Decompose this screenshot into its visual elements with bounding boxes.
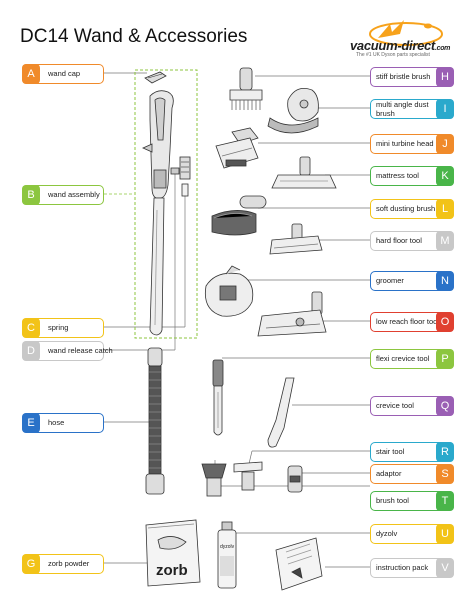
hard-floor-tool-drawing [269,223,323,255]
part-label-v: instruction pack V [370,558,454,578]
part-name-g: zorb powder [48,559,90,568]
soft-dusting-brush-drawing [211,195,267,236]
part-label-u: dyzolv U [370,524,454,544]
part-name-r: stair tool [376,447,405,456]
part-name-n: groomer [376,276,404,285]
crevice-tool-drawing [267,377,295,448]
dyzolv-can-drawing: dyzolv [217,521,237,589]
instruction-pack-drawing [275,537,323,591]
flexi-crevice-tool-drawing [212,359,224,436]
part-label-s: adaptor S [370,464,454,484]
part-name-j: mini turbine head [376,139,434,148]
part-name-t: brush tool [376,496,409,505]
part-label-p: flexi crevice tool P [370,349,454,369]
part-name-m: hard floor tool [376,236,422,245]
part-letter-p: P [436,349,454,369]
mini-turbine-head-drawing [215,127,259,169]
part-label-a: A wand cap [22,64,104,84]
zorb-packet-text: zorb [156,562,188,579]
part-letter-c: C [22,318,40,338]
part-letter-l: L [436,199,454,219]
part-label-g: G zorb powder [22,554,104,574]
multi-angle-dust-brush-drawing [267,87,319,134]
adaptor-drawing [287,465,303,493]
stair-tool-drawing [233,461,263,491]
dyzolv-can-text: dyzolv [220,544,235,550]
part-letter-d: D [22,341,40,361]
part-name-v: instruction pack [376,563,429,572]
part-name-i: multi angle dust brush [376,100,429,118]
zorb-powder-drawing: zorb [145,519,201,587]
part-label-r: stair tool R [370,442,454,462]
spring-and-catch-drawing [170,156,191,197]
part-label-j: mini turbine head J [370,134,454,154]
wand-cap-drawing [144,71,167,84]
part-label-t: brush tool T [370,491,454,511]
part-label-e: E hose [22,413,104,433]
part-name-s: adaptor [376,469,402,478]
part-letter-q: Q [436,396,454,416]
part-letter-v: V [436,558,454,578]
part-letter-u: U [436,524,454,544]
part-letter-j: J [436,134,454,154]
part-letter-a: A [22,64,40,84]
part-letter-m: M [436,231,454,251]
part-name-p: flexi crevice tool [376,354,430,363]
logo-swirl-icon [369,20,443,46]
part-letter-g: G [22,554,40,574]
wand-assembly-drawing [142,90,174,336]
part-name-c: spring [48,323,69,332]
stiff-bristle-brush-drawing [229,67,263,110]
vacuum-direct-logo: vacuum-direct.com The #1 UK Dyson parts … [350,18,462,62]
part-label-h: stiff bristle brush H [370,67,454,87]
part-label-i: multi angle dust brush I [370,99,454,119]
part-letter-i: I [436,99,454,119]
part-label-q: crevice tool Q [370,396,454,416]
hose-drawing [145,347,165,495]
part-name-o: low reach floor tool [376,317,439,326]
part-label-d: D wand release catch [22,341,113,361]
brush-tool-drawing [201,463,227,497]
part-label-c: C spring [22,318,104,338]
part-letter-k: K [436,166,454,186]
part-letter-e: E [22,413,40,433]
part-label-o: low reach floor tool O [370,312,454,332]
page-title: DC14 Wand & Accessories [20,26,248,47]
mattress-tool-drawing [271,156,337,189]
part-label-b: B wand assembly [22,185,104,205]
groomer-drawing [204,265,254,317]
part-name-l: soft dusting brush [376,204,436,213]
part-label-l: soft dusting brush L [370,199,454,219]
part-letter-n: N [436,271,454,291]
part-letter-o: O [436,312,454,332]
part-name-q: crevice tool [376,401,414,410]
part-letter-t: T [436,491,454,511]
part-letter-h: H [436,67,454,87]
wand-group-outline [134,69,198,339]
part-name-b: wand assembly [48,190,100,199]
part-label-k: mattress tool K [370,166,454,186]
part-letter-b: B [22,185,40,205]
part-name-k: mattress tool [376,171,419,180]
part-name-d: wand release catch [48,346,113,355]
low-reach-floor-tool-drawing [257,291,327,337]
part-label-m: hard floor tool M [370,231,454,251]
part-letter-s: S [436,464,454,484]
logo-wordmark: vacuum-direct.com [350,38,451,53]
part-name-e: hose [48,418,65,427]
part-label-n: groomer N [370,271,454,291]
part-name-u: dyzolv [376,529,398,538]
part-name-a: wand cap [48,69,81,78]
logo-tagline: The #1 UK Dyson parts specialist [356,52,430,58]
part-letter-r: R [436,442,454,462]
part-name-h: stiff bristle brush [376,72,431,81]
